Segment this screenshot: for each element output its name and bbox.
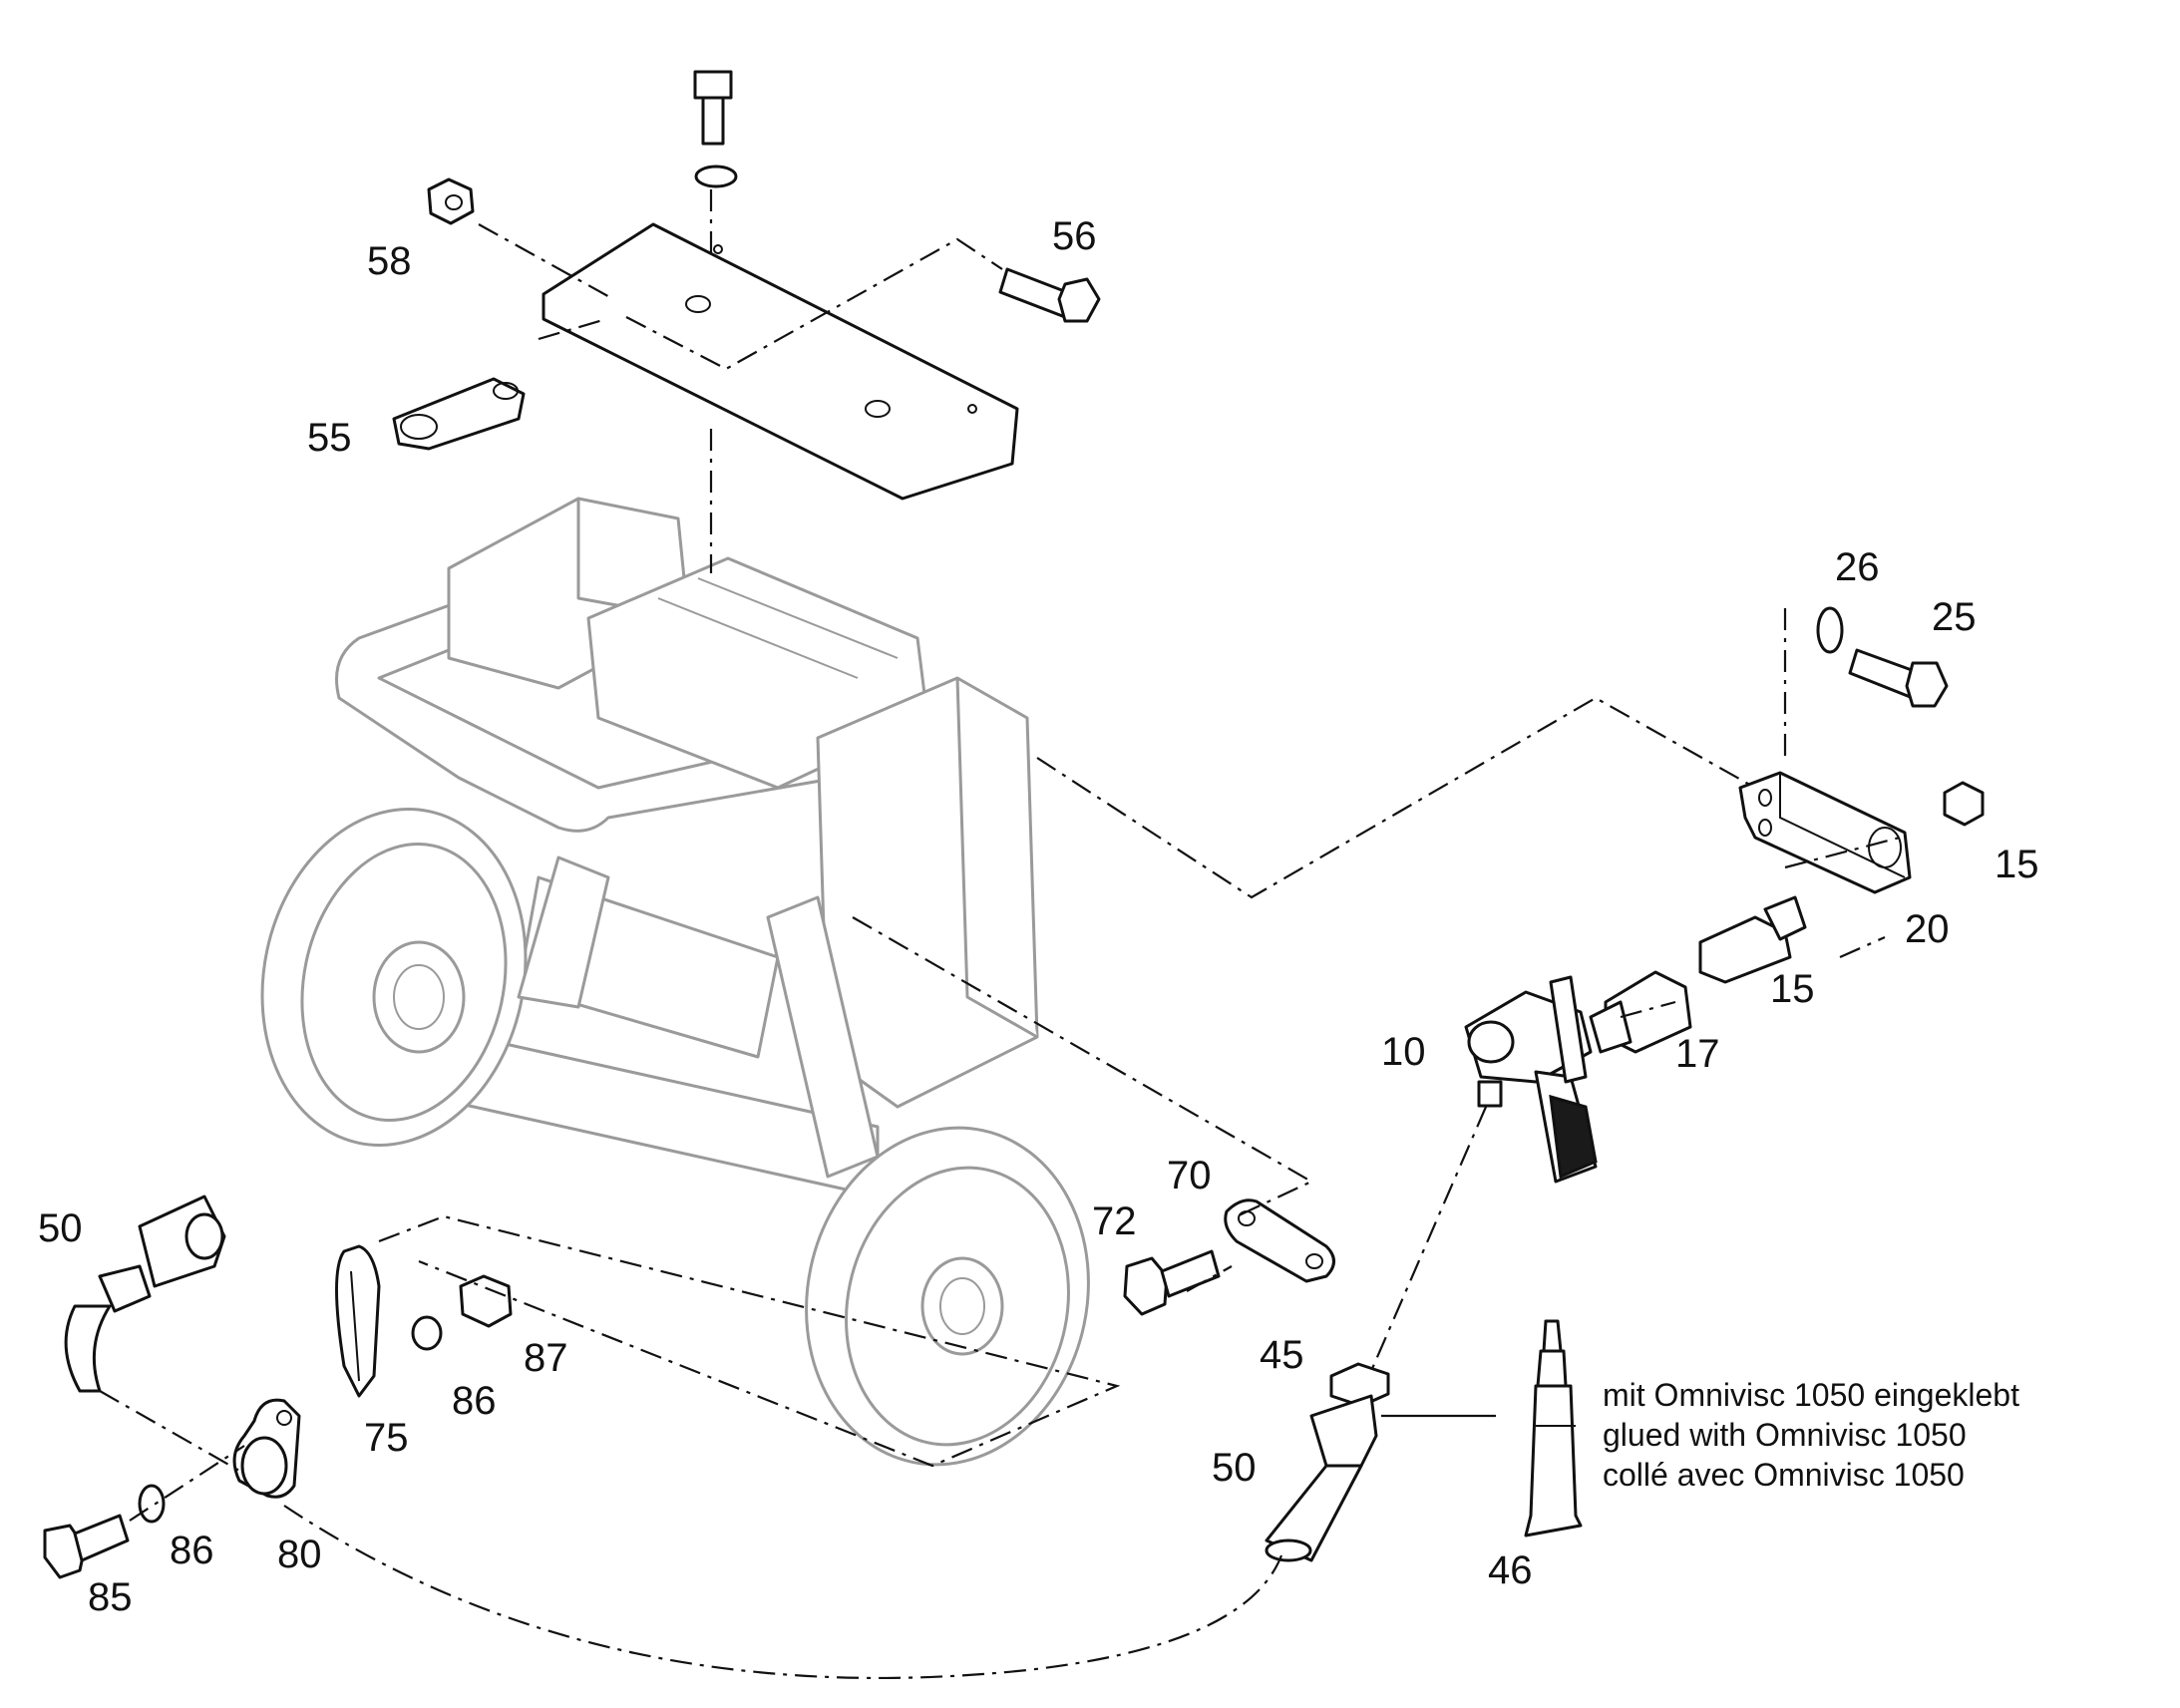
snap-hook-75 (335, 1244, 381, 1398)
callout-15-upper: 15 (1995, 843, 2039, 886)
assembly-lines (99, 189, 1901, 1680)
nut-45 (1329, 1362, 1390, 1408)
plate-70 (1224, 1198, 1335, 1283)
valve-10 (1464, 975, 1598, 1184)
nut-87 (459, 1274, 513, 1328)
callout-86-lower: 86 (170, 1529, 214, 1572)
callout-10: 10 (1381, 1030, 1426, 1074)
washer-86-upper (411, 1315, 443, 1351)
top-bolt (693, 70, 738, 188)
callout-58: 58 (367, 239, 412, 283)
fitting-17 (1589, 970, 1692, 1054)
note-line-french: collé avec Omnivisc 1050 (1603, 1457, 1965, 1493)
callout-15-lower: 15 (1770, 967, 1815, 1011)
callout-46: 46 (1488, 1548, 1533, 1592)
bolt-25 (1848, 648, 1949, 708)
clamp-80 (232, 1398, 301, 1499)
glue-note: mit Omnivisc 1050 eingeklebt glued with … (1603, 1377, 2019, 1493)
washer-86-lower (138, 1484, 166, 1524)
callout-45: 45 (1260, 1333, 1304, 1377)
callout-56: 56 (1052, 214, 1097, 258)
washer-26 (1816, 606, 1844, 654)
bolt-72 (1123, 1249, 1221, 1316)
clamp-55 (392, 377, 526, 451)
note-line-german: mit Omnivisc 1050 eingeklebt (1603, 1377, 2019, 1413)
callout-72: 72 (1092, 1199, 1137, 1243)
callout-80: 80 (277, 1533, 322, 1576)
note-line-english: glued with Omnivisc 1050 (1603, 1417, 1967, 1453)
tube-46 (1524, 1319, 1583, 1537)
bolt-85 (43, 1514, 130, 1579)
top-plate (542, 222, 1019, 501)
callout-17: 17 (1675, 1032, 1720, 1076)
bracket-20 (1738, 771, 1912, 894)
nut-58 (427, 177, 475, 225)
chassis-assembly (260, 497, 1090, 1467)
callout-50-lower: 50 (1212, 1446, 1257, 1490)
callout-87: 87 (524, 1336, 568, 1380)
callout-26: 26 (1835, 545, 1880, 589)
callout-86-upper: 86 (452, 1379, 497, 1423)
callout-70: 70 (1167, 1154, 1212, 1197)
nut-15-upper (1943, 781, 1985, 827)
callout-20: 20 (1905, 907, 1950, 951)
fitting-15-lower (1698, 895, 1807, 984)
callout-85: 85 (88, 1575, 133, 1619)
bolt-56 (998, 267, 1101, 323)
callout-75: 75 (364, 1416, 409, 1460)
hose-50-upper (64, 1195, 226, 1393)
callout-25: 25 (1932, 595, 1977, 639)
hose-fitting-50-lower (1265, 1394, 1378, 1562)
callout-labels: 58 56 55 26 25 15 20 15 17 10 50 70 72 8… (38, 214, 2039, 1619)
callout-50-upper: 50 (38, 1206, 83, 1250)
callout-55: 55 (307, 416, 352, 460)
